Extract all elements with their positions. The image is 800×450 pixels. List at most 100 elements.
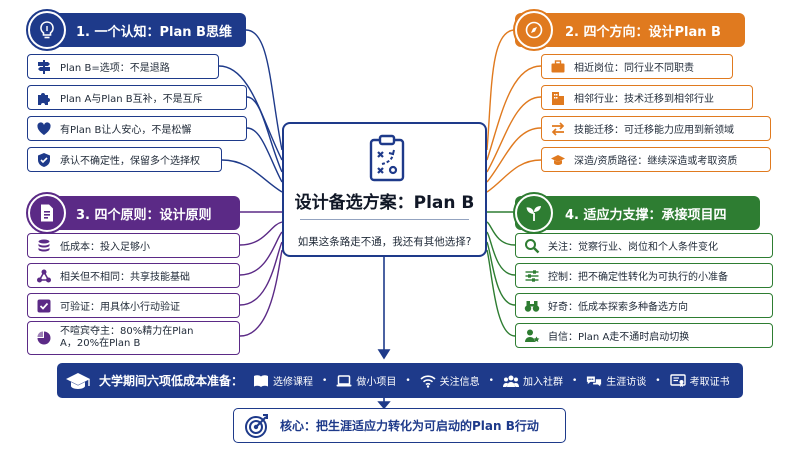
prep-item: 考取证书: [669, 373, 730, 388]
directions-header-label: 2. 四个方向：设计Plan B: [565, 24, 721, 40]
directions-item-text: 相近岗位：同行业不同职责: [574, 63, 694, 74]
principles-item: 相关但不相同：共享技能基础: [27, 263, 240, 288]
prep-item-text: 选修课程: [273, 377, 314, 388]
support-header: 4. 适应力支撑：承接项目四: [513, 192, 760, 234]
prep-separator: •: [571, 375, 578, 386]
lightbulb-head-icon: [26, 9, 68, 51]
cognition-header: 1. 一个认知：Plan B思维: [26, 9, 246, 51]
prep-item-text: 考取证书: [689, 377, 730, 388]
cognition-item-text: 承认不确定性，保留多个选择权: [60, 156, 200, 167]
network-icon: [36, 268, 52, 284]
principles-item: 不喧宾夺主：80%精力在Plan A，20%在Plan B: [27, 321, 240, 355]
prep-item-text: 关注信息: [439, 377, 480, 388]
support-item: 好奇：低成本探索多种备选方向: [515, 293, 773, 318]
prep-separator: •: [322, 375, 328, 386]
prep-item-text: 生涯访谈: [606, 377, 647, 388]
support-item-text: 控制：把不确定性转化为可执行的小准备: [548, 272, 728, 283]
heart-icon: [36, 121, 52, 137]
sliders-icon: [524, 268, 540, 284]
group-icon: [502, 374, 519, 388]
prep-item: 生涯访谈: [586, 373, 646, 388]
graduation-cap-icon: [65, 371, 91, 391]
core-text: 核心：把生涯适应力转化为可启动的Plan B行动: [280, 419, 539, 433]
pie-chart-icon: [36, 330, 52, 346]
prep-title: 大学期间六项低成本准备：: [99, 374, 244, 388]
center-title: 设计备选方案：Plan B: [294, 193, 475, 213]
principles-item: 可验证：用具体小行动验证: [27, 293, 240, 318]
principles-item-text: 可验证：用具体小行动验证: [60, 302, 180, 313]
briefcase-icon: [550, 59, 566, 75]
prep-item-text: 做小项目: [356, 377, 397, 388]
center-divider: [300, 219, 469, 220]
principles-item: 低成本：投入足够小: [27, 233, 240, 258]
support-item: 控制：把不确定性转化为可执行的小准备: [515, 263, 773, 288]
cognition-item: Plan B=选项：不是退路: [27, 54, 219, 79]
directions-item: 相近岗位：同行业不同职责: [541, 54, 733, 79]
directions-item: 相邻行业：技术迁移到相邻行业: [541, 85, 753, 110]
prep-item-text: 加入社群: [522, 377, 563, 388]
principles-header: 3. 四个原则：设计原则: [26, 192, 240, 234]
open-book-icon: [253, 374, 269, 388]
principles-connectors: [239, 211, 283, 337]
certificate-icon: [669, 373, 686, 388]
signpost-icon: [36, 59, 52, 75]
cognition-connectors: [218, 29, 283, 193]
principles-item-text: 不喧宾夺主：80%精力在Plan A，20%在Plan B: [60, 326, 194, 349]
wifi-icon: [420, 374, 436, 388]
directions-item: 技能迁移：可迁移能力应用到新领域: [541, 116, 771, 141]
magnifier-icon: [524, 238, 540, 254]
directions-header: 2. 四个方向：设计Plan B: [513, 9, 745, 51]
center-topic-box: 设计备选方案：Plan B 如果这条路走不通，我还有其他选择?: [282, 122, 487, 257]
cognition-item-text: 有Plan B让人安心，不是松懈: [60, 125, 192, 136]
strategy-clipboard-icon: [369, 134, 405, 182]
checkbox-icon: [36, 298, 52, 314]
cognition-item: 有Plan B让人安心，不是松懈: [27, 116, 247, 141]
binoculars-icon: [524, 298, 540, 314]
shield-check-icon: [36, 152, 52, 168]
prep-bar: 大学期间六项低成本准备： 选修课程 • 做小项目 • 关注信息 • 加入社群 •…: [57, 363, 743, 398]
document-icon: [26, 192, 68, 234]
prep-item: 关注信息: [420, 373, 480, 388]
prep-separator: •: [488, 375, 494, 386]
principles-header-label: 3. 四个原则：设计原则: [76, 207, 212, 223]
directions-item-text: 相邻行业：技术迁移到相邻行业: [574, 94, 714, 105]
cognition-item: 承认不确定性，保留多个选择权: [27, 147, 222, 172]
support-item-text: 好奇：低成本探索多种备选方向: [548, 302, 688, 313]
directions-item-text: 技能迁移：可迁移能力应用到新领域: [574, 125, 734, 136]
building-icon: [550, 90, 566, 106]
target-icon: [245, 413, 268, 438]
support-item-text: 关注：觉察行业、岗位和个人条件变化: [548, 242, 718, 253]
support-item: 自信：Plan A走不通时启动切换: [515, 323, 773, 348]
cognition-item-text: Plan B=选项：不是退路: [60, 63, 170, 74]
prep-item: 做小项目: [336, 373, 396, 388]
support-item-text: 自信：Plan A走不通时启动切换: [548, 332, 690, 343]
principles-item-text: 低成本：投入足够小: [60, 242, 150, 253]
directions-item-text: 深造/资质路径：继续深造或考取资质: [574, 156, 738, 167]
support-connectors: [486, 211, 516, 337]
graduation-cap-icon: [550, 152, 566, 168]
directions-item: 深造/资质路径：继续深造或考取资质: [541, 147, 771, 172]
principles-item-text: 相关但不相同：共享技能基础: [60, 272, 190, 283]
directions-connectors: [486, 29, 542, 193]
prep-separator: •: [655, 375, 661, 386]
flow-arrows: [377, 257, 391, 410]
laptop-icon: [336, 374, 352, 388]
support-header-label: 4. 适应力支撑：承接项目四: [565, 207, 727, 223]
puzzle-icon: [36, 90, 52, 106]
user-star-icon: [524, 328, 540, 344]
sprout-icon: [513, 192, 555, 234]
support-item: 关注：觉察行业、岗位和个人条件变化: [515, 233, 773, 258]
cognition-header-label: 1. 一个认知：Plan B思维: [76, 24, 232, 40]
cognition-item: Plan A与Plan B互补，不是互斥: [27, 85, 247, 110]
prep-item: 选修课程: [253, 373, 313, 388]
prep-item: 加入社群: [502, 373, 563, 388]
cognition-item-text: Plan A与Plan B互补，不是互斥: [60, 94, 203, 105]
compass-icon: [513, 9, 555, 51]
core-summary-box: 核心：把生涯适应力转化为可启动的Plan B行动: [233, 408, 566, 443]
swap-arrows-icon: [550, 121, 566, 137]
coins-icon: [36, 238, 52, 254]
prep-separator: •: [405, 375, 411, 386]
center-subtitle: 如果这条路走不通，我还有其他选择?: [297, 236, 472, 248]
chat-bubbles-icon: [586, 374, 602, 388]
